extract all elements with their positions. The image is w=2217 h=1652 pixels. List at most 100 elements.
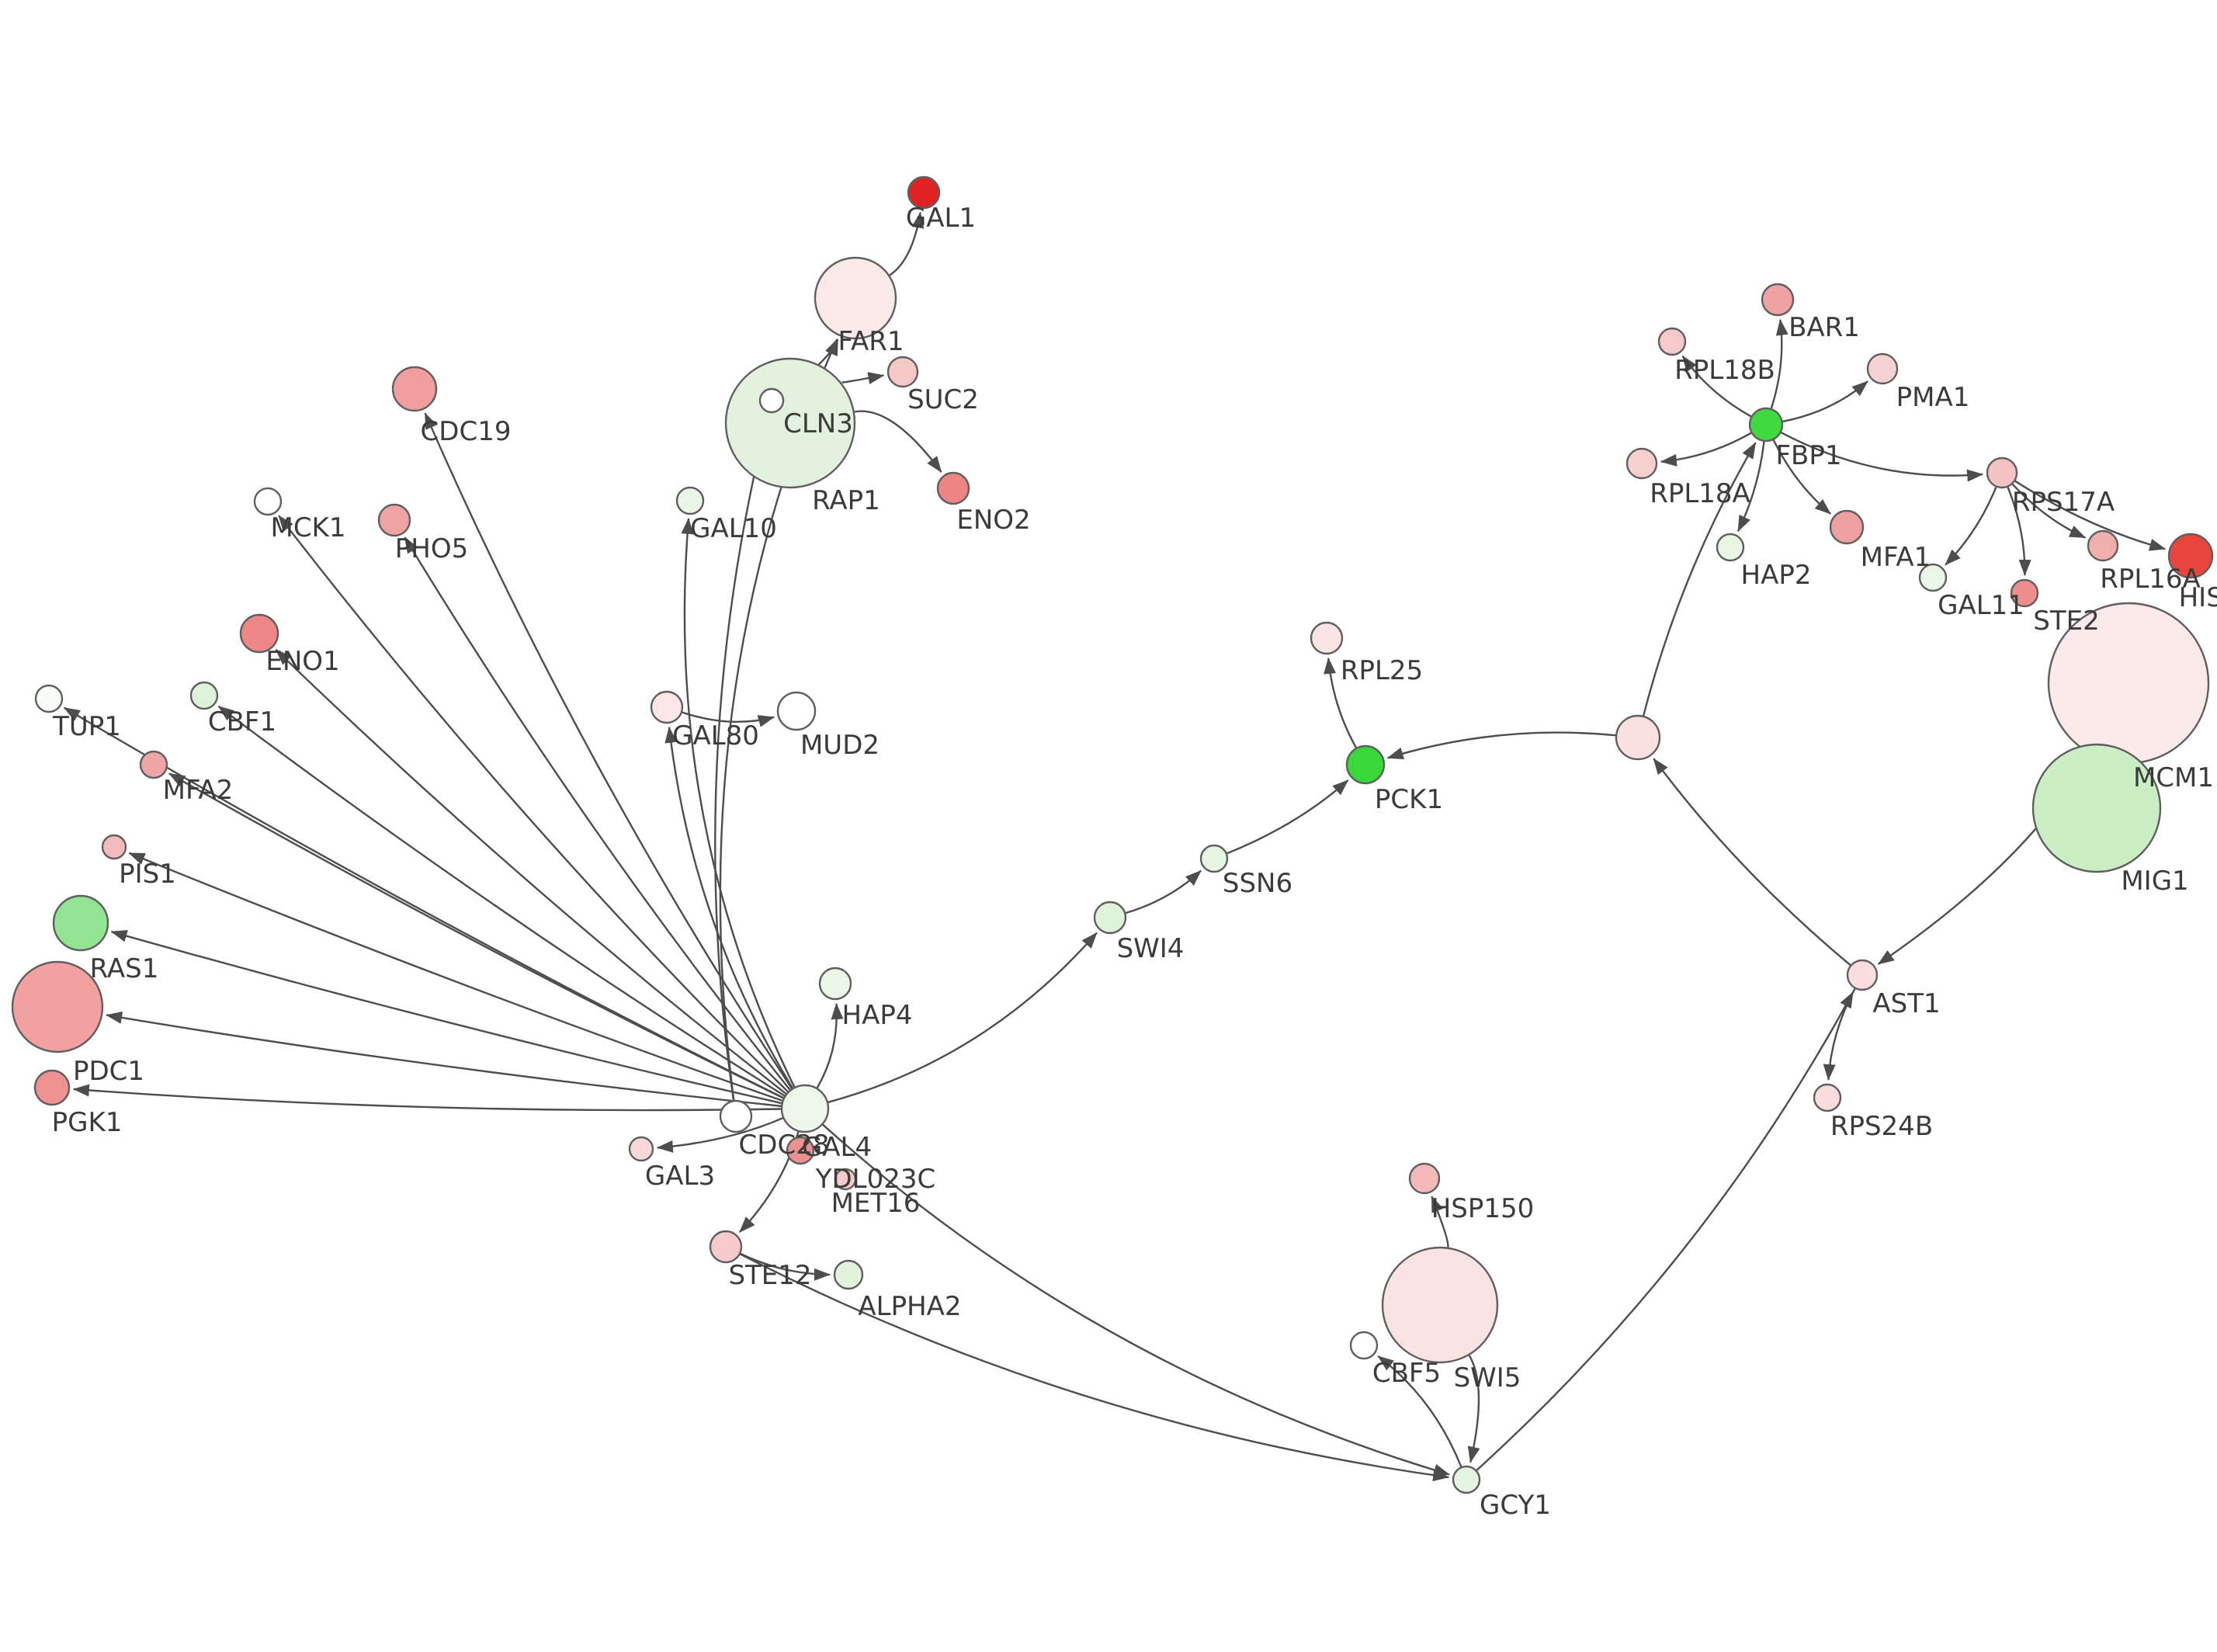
node-ras1[interactable] bbox=[52, 894, 109, 952]
edge-gal4-gal10[interactable] bbox=[681, 517, 796, 1088]
edge-gal4-gal80[interactable] bbox=[664, 726, 793, 1089]
node-swi4[interactable] bbox=[1093, 901, 1127, 935]
node-sip4[interactable] bbox=[1615, 714, 1661, 761]
edge-fbp1-bar1[interactable] bbox=[1770, 318, 1789, 409]
edge-gcy1-cbf5[interactable] bbox=[1377, 1355, 1462, 1467]
node-mig1[interactable] bbox=[2031, 743, 2162, 873]
edge-gal4-gal3[interactable] bbox=[656, 1117, 783, 1153]
node-suc2[interactable] bbox=[886, 356, 919, 388]
edge-gal4-cbf1[interactable] bbox=[217, 705, 786, 1097]
node-cdc19[interactable] bbox=[391, 366, 438, 412]
node-rps24b[interactable] bbox=[1813, 1083, 1842, 1112]
edge-gal80-mud2[interactable] bbox=[682, 711, 775, 727]
node-eno1[interactable] bbox=[239, 613, 279, 654]
edge-cdc28-cln3[interactable] bbox=[714, 415, 770, 1101]
edge-swi5-hsp150[interactable] bbox=[1431, 1196, 1449, 1248]
node-gal11[interactable] bbox=[1918, 563, 1948, 592]
node-pho5[interactable] bbox=[377, 503, 411, 537]
node-ast1[interactable] bbox=[1846, 959, 1879, 991]
node-gal1[interactable] bbox=[907, 175, 941, 210]
node-ste12[interactable] bbox=[709, 1230, 743, 1264]
node-met16[interactable] bbox=[834, 1168, 857, 1191]
node-ssn6[interactable] bbox=[1199, 844, 1229, 873]
node-eno2[interactable] bbox=[936, 471, 970, 505]
edge-gal4-pis1[interactable] bbox=[128, 852, 783, 1102]
edge-ste12-alpha2[interactable] bbox=[740, 1252, 831, 1281]
edge-gal4-mfa2[interactable] bbox=[168, 772, 784, 1099]
node-rpl25[interactable] bbox=[1310, 621, 1344, 655]
edge-ste12-gcy1[interactable] bbox=[740, 1253, 1450, 1482]
edge-rps17a-gal11[interactable] bbox=[1945, 487, 1997, 566]
node-far1[interactable] bbox=[814, 256, 897, 340]
node-rap1[interactable] bbox=[724, 357, 856, 489]
node-alpha2[interactable] bbox=[833, 1259, 864, 1290]
edge-gal4-gcy1[interactable] bbox=[822, 1123, 1450, 1477]
edge-gal4-pho5[interactable] bbox=[404, 536, 791, 1091]
node-pck1[interactable] bbox=[1345, 744, 1386, 785]
edge-fbp1-rpl18a[interactable] bbox=[1660, 432, 1752, 467]
edge-rap1-eno2[interactable] bbox=[854, 410, 942, 473]
node-gal3[interactable] bbox=[628, 1136, 654, 1162]
node-pdc1[interactable] bbox=[11, 960, 104, 1053]
node-cln3[interactable] bbox=[758, 387, 785, 414]
node-pgk1[interactable] bbox=[33, 1069, 71, 1106]
edge-fbp1-pma1[interactable] bbox=[1782, 380, 1868, 423]
node-rpl18a[interactable] bbox=[1625, 447, 1658, 480]
node-cdc28[interactable] bbox=[719, 1099, 753, 1133]
edge-gcy1-ast1[interactable] bbox=[1476, 991, 1854, 1471]
node-hap4[interactable] bbox=[818, 967, 852, 1001]
node-pis1[interactable] bbox=[101, 834, 127, 860]
edge-swi5-gcy1[interactable] bbox=[1467, 1355, 1480, 1463]
edge-gal4-eno1[interactable] bbox=[275, 649, 787, 1095]
node-rpl18b[interactable] bbox=[1657, 327, 1687, 356]
node-ste2[interactable] bbox=[2010, 578, 2039, 608]
node-gal80[interactable] bbox=[650, 690, 684, 724]
edge-swi4-ssn6[interactable] bbox=[1125, 869, 1202, 914]
edge-rps17a-rpl16a[interactable] bbox=[2011, 483, 2087, 539]
edge-fbp1-mfa1[interactable] bbox=[1772, 439, 1831, 515]
edge-rps17a-his4[interactable] bbox=[2014, 480, 2167, 551]
node-gcy1[interactable] bbox=[1452, 1465, 1481, 1494]
node-ydl023c[interactable] bbox=[786, 1136, 815, 1165]
node-fbp1[interactable] bbox=[1748, 407, 1784, 442]
edge-gal4-cdc19[interactable] bbox=[424, 412, 793, 1089]
edge-fbp1-rps17a[interactable] bbox=[1780, 432, 1984, 482]
node-tup1[interactable] bbox=[34, 684, 64, 713]
node-pma1[interactable] bbox=[1866, 352, 1899, 385]
node-swi5[interactable] bbox=[1381, 1246, 1499, 1364]
edge-fbp1-rpl18b[interactable] bbox=[1681, 355, 1752, 418]
node-cbf1[interactable] bbox=[189, 681, 219, 710]
edge-gal4-pgk1[interactable] bbox=[72, 1084, 782, 1112]
edge-gal4-ras1[interactable] bbox=[110, 929, 782, 1105]
node-bar1[interactable] bbox=[1761, 283, 1795, 317]
edge-pck1-rpl25[interactable] bbox=[1324, 657, 1357, 748]
node-rps17a[interactable] bbox=[1986, 456, 2018, 489]
node-hsp150[interactable] bbox=[1408, 1162, 1441, 1195]
node-gal10[interactable] bbox=[675, 486, 705, 515]
edge-fbp1-hap2[interactable] bbox=[1736, 441, 1765, 533]
node-label-ras1: RAS1 bbox=[90, 953, 159, 984]
node-mck1[interactable] bbox=[253, 487, 283, 516]
edge-gal4-mck1[interactable] bbox=[278, 515, 789, 1093]
node-mfa2[interactable] bbox=[139, 750, 168, 779]
edge-sip4-pck1[interactable] bbox=[1386, 731, 1616, 760]
edge-rap1-suc2[interactable] bbox=[840, 372, 885, 384]
node-hap2[interactable] bbox=[1716, 533, 1745, 562]
node-mfa1[interactable] bbox=[1829, 509, 1865, 545]
edge-ast1-rps24b[interactable] bbox=[1823, 988, 1856, 1081]
edge-gal4-pdc1[interactable] bbox=[106, 1012, 782, 1107]
edge-ast1-sip4[interactable] bbox=[1653, 758, 1851, 967]
node-gal4[interactable] bbox=[780, 1084, 830, 1133]
edge-rps17a-ste2[interactable] bbox=[2007, 487, 2031, 576]
edge-far1-gal1[interactable] bbox=[889, 211, 925, 276]
edge-gal4-hap4[interactable] bbox=[816, 1003, 844, 1088]
edge-ssn6-pck1[interactable] bbox=[1226, 779, 1349, 855]
node-label-ssn6: SSN6 bbox=[1223, 868, 1292, 899]
node-mud2[interactable] bbox=[776, 691, 817, 731]
node-rpl16a[interactable] bbox=[2087, 529, 2119, 562]
node-cbf5[interactable] bbox=[1349, 1331, 1379, 1360]
edge-gal4-swi4[interactable] bbox=[827, 932, 1098, 1103]
edge-sip4-fbp1[interactable] bbox=[1643, 442, 1757, 717]
node-his4[interactable] bbox=[2167, 533, 2214, 579]
